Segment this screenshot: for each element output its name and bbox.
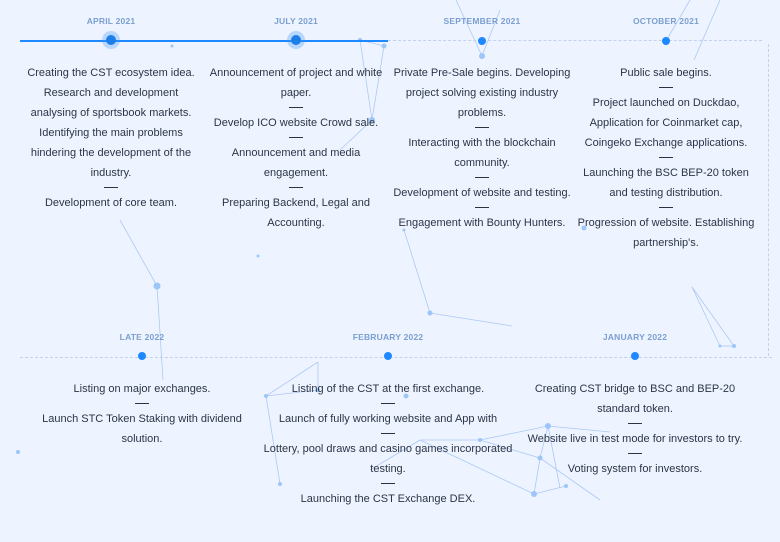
milestone-item: Development of website and testing. — [393, 187, 571, 199]
milestone-item: Private Pre-Sale begins. Developing proj… — [393, 67, 571, 119]
item-separator — [628, 423, 642, 424]
milestone-item: Lottery, pool draws and casino games inc… — [263, 443, 513, 475]
milestone-item: Interacting with the blockchain communit… — [408, 137, 556, 169]
milestone-dot — [138, 352, 146, 360]
item-separator — [659, 87, 673, 88]
milestone-item: Preparing Backend, Legal and Accounting. — [222, 197, 370, 229]
milestone-item: Project launched on Duckdao, Application… — [584, 97, 748, 149]
milestone-item: Launch STC Token Staking with dividend s… — [42, 413, 242, 445]
milestone-date: JULY 2021 — [274, 16, 318, 26]
milestone-item: Announcement of project and white paper. — [209, 67, 383, 99]
item-separator — [475, 127, 489, 128]
milestone-item: Listing on major exchanges. — [73, 383, 211, 395]
item-separator — [381, 483, 395, 484]
milestone-items: Private Pre-Sale begins. Developing proj… — [392, 63, 572, 233]
item-separator — [475, 177, 489, 178]
milestone-item: Engagement with Bounty Hunters. — [398, 217, 566, 229]
milestone-date: JANUARY 2022 — [602, 332, 668, 342]
milestone-item: Voting system for investors. — [567, 463, 703, 475]
item-separator — [104, 187, 118, 188]
item-separator — [628, 453, 642, 454]
milestone-item: Development of core team. — [44, 197, 178, 209]
item-separator — [289, 187, 303, 188]
milestone-item: Public sale begins. — [620, 67, 712, 79]
timeline-progress-line — [20, 40, 388, 42]
item-separator — [659, 157, 673, 158]
milestone-item: Announcement and media engagement. — [231, 147, 361, 179]
milestone-items: Creating CST bridge to BSC and BEP-20 st… — [520, 379, 750, 479]
milestone-item: Listing of the CST at the first exchange… — [291, 383, 485, 395]
item-separator — [381, 403, 395, 404]
item-separator — [475, 207, 489, 208]
item-separator — [659, 207, 673, 208]
milestone-items: Listing of the CST at the first exchange… — [262, 379, 514, 509]
milestone-date: LATE 2022 — [119, 332, 165, 342]
milestone-dot — [106, 35, 116, 45]
milestone-items: Announcement of project and white paper.… — [206, 63, 386, 233]
milestone-dot — [291, 35, 301, 45]
milestone-item: Creating CST bridge to BSC and BEP-20 st… — [534, 383, 736, 415]
item-separator — [135, 403, 149, 404]
milestone-dot — [631, 352, 639, 360]
milestone-date: OCTOBER 2021 — [632, 16, 700, 26]
timeline-dashed-line-bottom — [20, 357, 772, 358]
timeline-dashed-line-top — [388, 40, 762, 41]
milestone-item: Progression of website. Establishing par… — [577, 217, 755, 249]
milestone-items: Creating the CST ecosystem idea. Researc… — [22, 63, 200, 213]
milestone-item: Creating the CST ecosystem idea. Researc… — [27, 67, 195, 179]
item-separator — [289, 107, 303, 108]
milestone-item: Launch of fully working website and App … — [278, 413, 498, 425]
milestone-dot — [478, 37, 486, 45]
milestone-item: Develop ICO website Crowd sale. — [213, 117, 379, 129]
timeline-dashed-connector — [768, 44, 769, 356]
milestone-items: Public sale begins. Project launched on D… — [576, 63, 756, 253]
milestone-dot — [662, 37, 670, 45]
milestone-date: APRIL 2021 — [86, 16, 136, 26]
milestone-date: SEPTEMBER 2021 — [443, 16, 521, 26]
milestone-item: Launching the CST Exchange DEX. — [300, 493, 476, 505]
milestone-item: Launching the BSC BEP-20 token and testi… — [583, 167, 749, 199]
milestone-date: FEBRUARY 2022 — [352, 332, 424, 342]
item-separator — [289, 137, 303, 138]
item-separator — [381, 433, 395, 434]
milestone-item: Website live in test mode for investors … — [527, 433, 743, 445]
milestone-items: Listing on major exchanges. Launch STC To… — [22, 379, 262, 449]
milestone-dot — [384, 352, 392, 360]
